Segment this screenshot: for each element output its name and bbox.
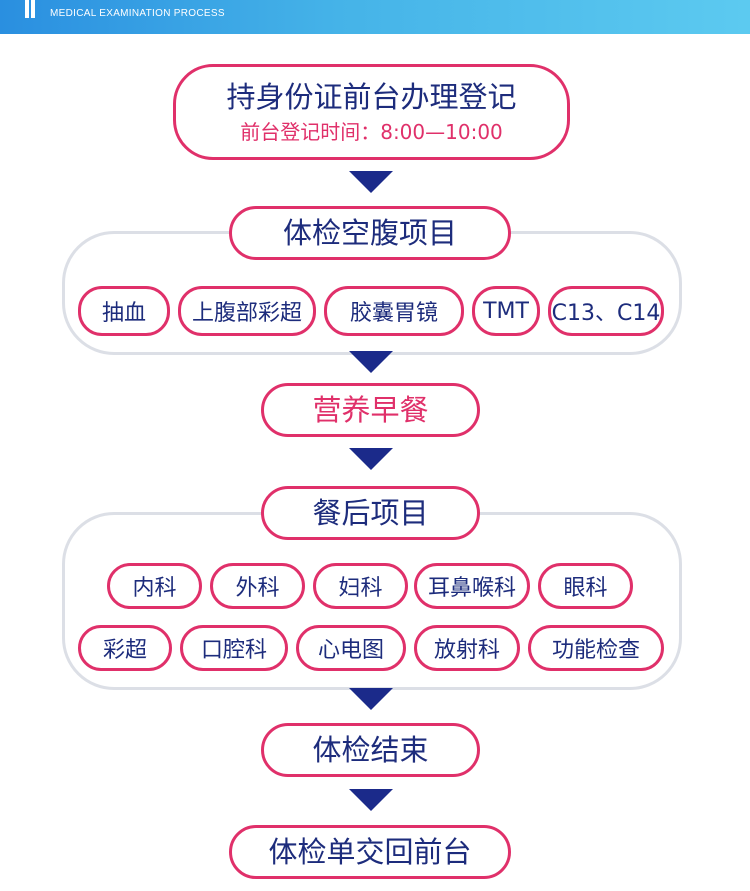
after-meal-item: 功能检查 [528, 625, 664, 671]
after-meal-item: 眼科 [538, 563, 633, 609]
flow-arrow-down-icon [349, 448, 393, 470]
fasting-item: C13、C14 [548, 286, 664, 336]
fasting-item: TMT [472, 286, 540, 336]
header-decoration [25, 0, 29, 18]
step-return-form: 体检单交回前台 [229, 825, 511, 879]
fasting-item: 胶囊胃镜 [324, 286, 464, 336]
step-registration-title: 持身份证前台办理登记 [226, 79, 517, 114]
step-return-form-title: 体检单交回前台 [268, 834, 472, 869]
step-after-meal-title: 餐后项目 [312, 495, 429, 530]
step-breakfast-title: 营养早餐 [312, 392, 429, 427]
fasting-item: 上腹部彩超 [178, 286, 316, 336]
flow-arrow-down-icon [349, 351, 393, 373]
after-meal-item: 外科 [210, 563, 305, 609]
header-banner: MEDICAL EXAMINATION PROCESS [0, 0, 750, 34]
flow-arrow-down-icon [349, 171, 393, 193]
after-meal-item: 彩超 [78, 625, 172, 671]
after-meal-item: 妇科 [313, 563, 408, 609]
step-breakfast: 营养早餐 [261, 383, 480, 437]
registration-time: 前台登记时间：8:00—10:00 [240, 120, 503, 144]
step-fasting-title: 体检空腹项目 [282, 215, 457, 250]
step-after-meal: 餐后项目 [261, 486, 480, 540]
after-meal-item: 耳鼻喉科 [414, 563, 530, 609]
flow-arrow-down-icon [349, 688, 393, 710]
fasting-item: 抽血 [78, 286, 170, 336]
flow-arrow-down-icon [349, 789, 393, 811]
step-fasting: 体检空腹项目 [229, 206, 511, 260]
header-subtitle: MEDICAL EXAMINATION PROCESS [50, 8, 225, 19]
step-registration: 持身份证前台办理登记 前台登记时间：8:00—10:00 [173, 64, 570, 160]
step-end: 体检结束 [261, 723, 480, 777]
after-meal-item: 心电图 [296, 625, 406, 671]
header-decoration [31, 0, 35, 18]
registration-time-label: 前台登记时间： [240, 120, 381, 145]
step-end-title: 体检结束 [312, 732, 429, 767]
after-meal-item: 口腔科 [180, 625, 288, 671]
after-meal-item: 内科 [107, 563, 202, 609]
registration-time-value: 8:00—10:00 [380, 120, 503, 145]
after-meal-item: 放射科 [414, 625, 520, 671]
